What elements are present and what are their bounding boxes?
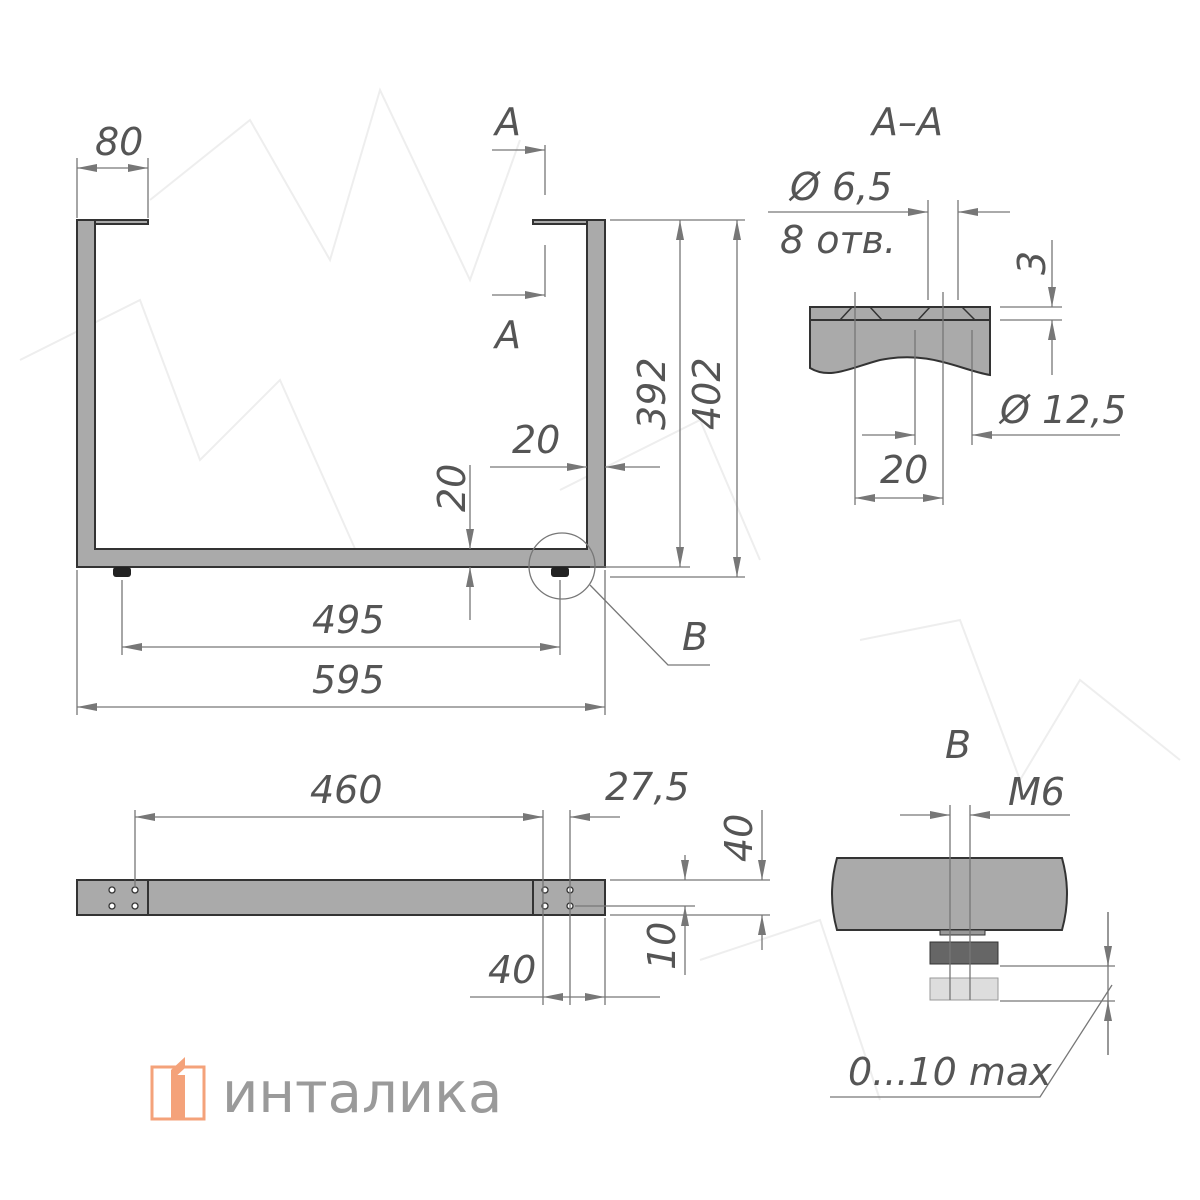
section-aa: A–A Ø 6,5 8 отв. 3 Ø 12,5 20: [768, 100, 1127, 505]
dim-counterbore: Ø 12,5: [998, 388, 1127, 432]
dim-10: 10: [640, 922, 684, 970]
dim-m6: M6: [1008, 770, 1065, 814]
detail-b: B M6 0...10 max: [830, 723, 1115, 1098]
detail-b-label: B: [682, 615, 708, 659]
section-aa-title: A–A: [869, 100, 943, 144]
dim-adjustment: 0...10 max: [848, 1050, 1052, 1094]
dim-460: 460: [310, 768, 383, 812]
logo: инталика: [150, 1057, 502, 1126]
side-view: 460 27,5 40 10 40: [76, 765, 770, 1005]
dim-40-height: 40: [717, 814, 761, 862]
front-view: 80 A A 392 402 20 20 495 595 B: [76, 100, 745, 715]
dim-40-length: 40: [488, 948, 536, 992]
dim-595: 595: [312, 658, 385, 702]
dim-3: 3: [1010, 251, 1054, 275]
dim-392: 392: [630, 357, 674, 430]
dim-20-width: 20: [512, 418, 560, 462]
section-mark-bottom: A: [492, 313, 521, 357]
dim-80: 80: [95, 120, 143, 164]
dim-20-spacing: 20: [880, 448, 928, 492]
logo-text: инталика: [222, 1061, 502, 1126]
hole-count-note: 8 отв.: [780, 218, 896, 262]
dim-hole-diameter: Ø 6,5: [788, 165, 892, 209]
detail-b-title: B: [945, 723, 971, 767]
section-mark-top: A: [492, 100, 521, 144]
dim-20-height: 20: [430, 464, 474, 512]
dim-27-5: 27,5: [605, 765, 690, 809]
dim-402: 402: [685, 357, 729, 430]
dim-495: 495: [312, 598, 385, 642]
